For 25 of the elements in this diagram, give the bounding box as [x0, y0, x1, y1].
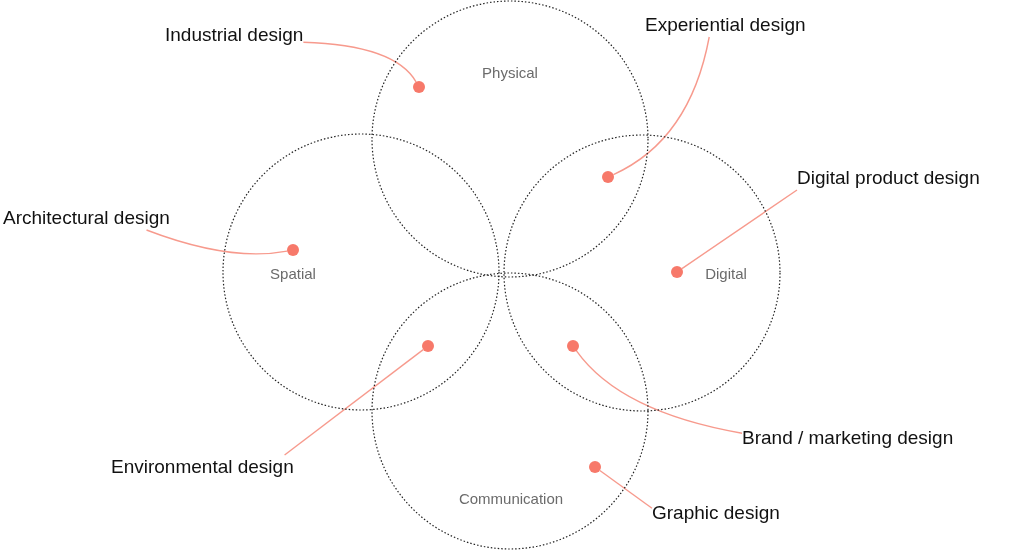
circle-label: Digital — [705, 264, 747, 282]
dot-marker — [602, 171, 614, 183]
dot-marker — [287, 244, 299, 256]
leader-line — [612, 36, 710, 176]
dot-marker — [567, 340, 579, 352]
design-label: Brand / marketing design — [742, 426, 954, 450]
circle-label: Spatial — [270, 264, 316, 282]
leader-line — [302, 41, 417, 83]
design-label: Environmental design — [111, 455, 294, 479]
leader-line — [599, 469, 653, 509]
circle-label: Physical — [482, 63, 538, 81]
leader-line — [283, 348, 424, 456]
dot-marker — [413, 81, 425, 93]
design-label: Industrial design — [165, 23, 304, 47]
design-label: Digital product design — [797, 166, 980, 190]
dot-marker — [589, 461, 601, 473]
design-label: Graphic design — [652, 501, 780, 525]
design-label: Experiential design — [645, 13, 806, 37]
leader-line — [681, 189, 798, 270]
circle-label: Communication — [458, 489, 564, 507]
dot-marker — [422, 340, 434, 352]
leader-line — [575, 350, 743, 434]
design-label: Architectural design — [3, 206, 170, 230]
leader-line — [145, 229, 288, 255]
dot-marker — [671, 266, 683, 278]
